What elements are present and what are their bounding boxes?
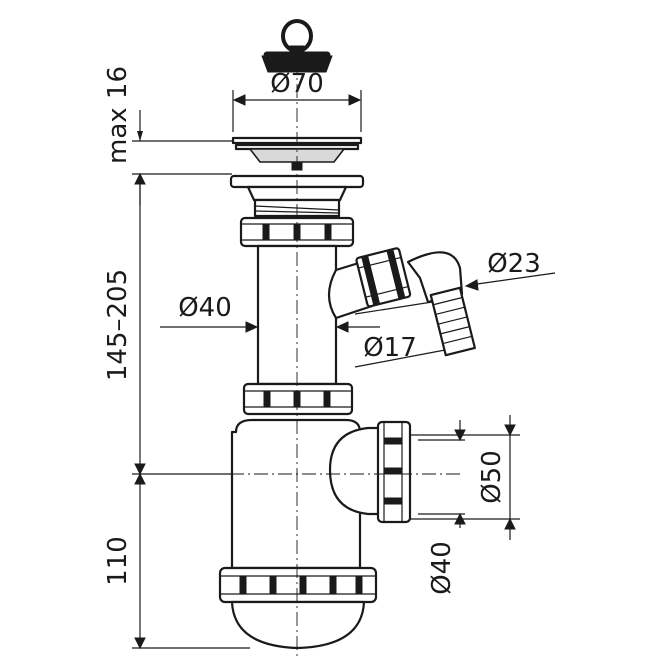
label-outlet-outer-diameter: Ø50	[477, 450, 507, 504]
middle-nut	[242, 382, 354, 416]
bottle-trap-body	[230, 418, 382, 570]
label-max-gap: max 16	[103, 66, 133, 164]
side-inlet-connector	[327, 247, 476, 357]
center-lines	[230, 60, 460, 660]
bottom-cup	[230, 600, 366, 650]
label-side-inlet-diameter: Ø23	[487, 249, 541, 279]
bottom-nut	[218, 566, 378, 604]
dimension-labels: Ø70 max 16 145–205 Ø40 Ø23 Ø17 110 Ø50 Ø…	[103, 66, 541, 595]
label-outlet-inner-diameter: Ø40	[427, 541, 457, 595]
label-trap-height: 110	[103, 536, 133, 586]
label-stopper-diameter: Ø70	[270, 69, 324, 99]
outlet-nut	[376, 420, 412, 524]
label-hose-inner-diameter: Ø17	[363, 333, 417, 363]
label-tube-diameter: Ø40	[178, 293, 232, 323]
label-tube-height: 145–205	[103, 269, 133, 381]
vertical-tube	[256, 244, 338, 386]
dimension-lines	[132, 90, 556, 650]
